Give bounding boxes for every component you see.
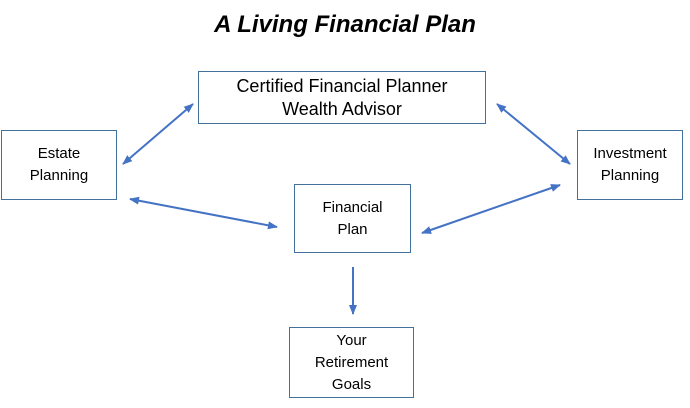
investment-line-2: Planning [600, 167, 660, 184]
advisor-line-1: Certified Financial Planner [236, 75, 448, 96]
retirement-goals-box: Your Retirement Goals [289, 327, 414, 398]
estate-line-2: Planning [29, 167, 89, 184]
arrow-investment-financial-plan [421, 184, 561, 234]
estate-planning-box: Estate Planning [1, 130, 117, 200]
financial-plan-box: Financial Plan [294, 184, 411, 253]
diagram-title: A Living Financial Plan [214, 11, 476, 38]
financial-plan-line-1: Financial [322, 198, 383, 216]
financial-plan-line-2: Plan [337, 220, 368, 238]
retirement-line-1: Your [336, 331, 367, 349]
advisor-line-2: Wealth Advisor [282, 98, 402, 119]
retirement-line-3: Goals [331, 375, 372, 393]
arrow-estate-financial-plan [129, 196, 278, 230]
arrow-estate-advisor [122, 103, 194, 165]
advisor-box: Certified Financial Planner Wealth Advis… [198, 71, 486, 124]
investment-line-1: Investment [593, 145, 667, 162]
retirement-line-2: Retirement [314, 353, 389, 371]
arrow-advisor-investment [496, 103, 571, 165]
investment-planning-box: Investment Planning [577, 130, 683, 200]
estate-line-1: Estate [37, 145, 81, 162]
